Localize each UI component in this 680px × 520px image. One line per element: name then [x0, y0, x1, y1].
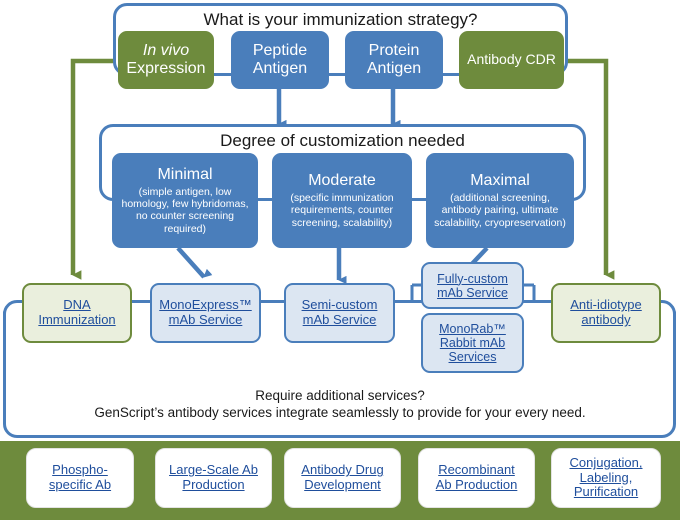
option-protein-antigen[interactable]: Protein Antigen	[345, 31, 443, 89]
step2-question: Degree of customization needed	[220, 131, 465, 150]
service-fully-custom-line2: mAb Service	[437, 285, 508, 300]
service-anti-idiotype-line1: Anti-idiotype	[570, 297, 642, 313]
footer-line-1: Require additional services?	[255, 388, 425, 403]
customization-moderate[interactable]: Moderate (specific immunization requirem…	[272, 153, 412, 248]
addl-recombinant-line2: Ab Production	[435, 477, 518, 492]
option-peptide-antigen-line1: Peptide	[252, 42, 308, 60]
service-monorab-line2: Rabbit mAb	[439, 336, 506, 350]
addl-phospho-line2: specific Ab	[48, 477, 112, 492]
service-monoexpress-mab-service[interactable]: MonoExpress™ mAb Service	[150, 283, 261, 343]
option-antibody-cdr[interactable]: Antibody CDR	[459, 31, 564, 89]
option-protein-antigen-line1: Protein	[368, 42, 420, 60]
service-fully-custom-mab-service[interactable]: Fully-custom mAb Service	[421, 262, 524, 309]
addl-service-conjugation-labeling-purification[interactable]: Conjugation, Labeling, Purification	[551, 448, 661, 508]
addl-conj-line2: Labeling,	[579, 469, 633, 485]
step1-question: What is your immunization strategy?	[203, 10, 478, 29]
addl-conj-line3: Purification	[573, 484, 639, 500]
option-protein-antigen-line2: Antigen	[366, 60, 422, 77]
footer-line-2: GenScript’s antibody services integrate …	[94, 405, 586, 420]
addl-service-phospho-specific-ab[interactable]: Phospho- specific Ab	[26, 448, 134, 508]
addl-service-antibody-drug-development[interactable]: Antibody Drug Development	[284, 448, 401, 508]
service-monoexpress-line2: mAb Service	[168, 312, 243, 327]
service-semi-custom-mab-service[interactable]: Semi-custom mAb Service	[284, 283, 395, 343]
addl-conj-line1: Conjugation,	[569, 455, 643, 471]
option-antibody-cdr-line1: Antibody CDR	[467, 51, 556, 68]
option-in-vivo-expression[interactable]: In vivo Expression	[118, 31, 214, 89]
addl-adc-line1: Antibody Drug	[301, 462, 384, 478]
service-dna-immunization-line2: Immunization	[38, 312, 116, 327]
service-semi-custom-line1: Semi-custom	[301, 297, 378, 313]
customization-maximal-title: Maximal	[470, 171, 530, 189]
addl-service-large-scale-ab-production[interactable]: Large-Scale Ab Production	[155, 448, 272, 508]
service-monorab-rabbit-mab-services[interactable]: MonoRab™ Rabbit mAb Services	[421, 313, 524, 373]
option-in-vivo-expression-line1: In vivo	[142, 42, 190, 60]
customization-moderate-title: Moderate	[308, 171, 376, 189]
addl-recombinant-line1: Recombinant	[438, 462, 515, 478]
customization-moderate-detail: (specific immunization requirements, cou…	[290, 191, 394, 229]
service-semi-custom-line2: mAb Service	[302, 312, 377, 327]
customization-minimal-detail: (simple antigen, low homology, few hybri…	[121, 185, 249, 235]
service-dna-immunization-line1: DNA	[63, 297, 91, 313]
addl-adc-line2: Development	[304, 477, 381, 492]
customization-maximal-detail: (additional screening, antibody pairing,…	[434, 191, 566, 229]
customization-minimal-title: Minimal	[157, 165, 213, 183]
addl-service-recombinant-ab-production[interactable]: Recombinant Ab Production	[418, 448, 535, 508]
addl-large-scale-line2: Production	[182, 477, 245, 492]
option-in-vivo-expression-line2: Expression	[126, 60, 206, 77]
service-monorab-line3: Services	[448, 350, 497, 364]
service-monorab-line1: MonoRab™	[439, 322, 506, 336]
service-monoexpress-line1: MonoExpress™	[159, 297, 252, 313]
customization-minimal[interactable]: Minimal (simple antigen, low homology, f…	[112, 153, 258, 248]
service-dna-immunization[interactable]: DNA Immunization	[22, 283, 132, 343]
option-peptide-antigen-line2: Antigen	[252, 60, 308, 77]
customization-maximal[interactable]: Maximal (additional screening, antibody …	[426, 153, 574, 248]
service-anti-idiotype-line2: antibody	[581, 312, 631, 327]
option-peptide-antigen[interactable]: Peptide Antigen	[231, 31, 329, 89]
service-fully-custom-line1: Fully-custom	[437, 271, 508, 286]
service-anti-idiotype-antibody[interactable]: Anti-idiotype antibody	[551, 283, 661, 343]
addl-phospho-line1: Phospho-	[52, 462, 108, 478]
addl-large-scale-line1: Large-Scale Ab	[169, 462, 258, 478]
